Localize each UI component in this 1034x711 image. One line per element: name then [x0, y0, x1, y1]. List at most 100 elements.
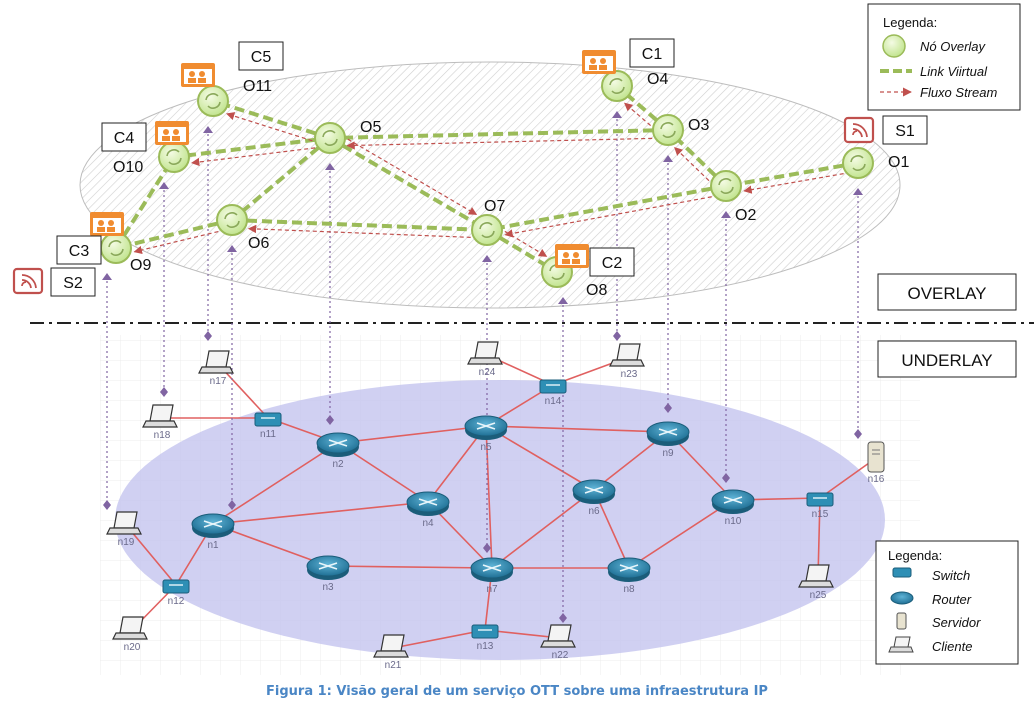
server-signal-icon: [12, 267, 44, 295]
underlay-link: [628, 499, 734, 569]
virtual-link: [725, 161, 859, 188]
virtual-link: [231, 218, 488, 232]
underlay-node-label: n9: [662, 448, 674, 459]
client-label-c2-text: C2: [602, 255, 623, 272]
projection-anchor: [483, 543, 491, 553]
overlay-node-label: O8: [586, 282, 607, 299]
underlay-node-label: n1: [207, 540, 219, 551]
underlay-node-label: n6: [588, 506, 600, 517]
switch-icon: [162, 579, 190, 594]
projection-anchor: [613, 331, 621, 341]
client-label-c5-text: C5: [251, 49, 272, 66]
server-label-s2: S2: [50, 267, 96, 297]
overlay-node-o5: O5: [314, 119, 381, 154]
stream-flow: [674, 146, 710, 182]
underlay-node-label: n12: [168, 596, 185, 607]
projection-anchor: [854, 429, 862, 439]
client-laptop-icon: [609, 343, 645, 367]
underlay-link: [485, 425, 669, 433]
overlay-legend-item-node: Nó Overlay: [920, 39, 987, 54]
overlay-node-o10: O10: [113, 141, 190, 176]
underlay-legend-item-router: Router: [932, 592, 972, 607]
overlay-node-label: O9: [130, 257, 151, 274]
projection-arrow-head: [102, 273, 112, 280]
overlay-node-o4: O4: [601, 70, 668, 102]
projection-arrow-head: [612, 111, 622, 118]
server-signal-icon: [843, 116, 875, 144]
virtual-link: [173, 136, 331, 159]
client-label-c3: C3: [56, 235, 102, 265]
client-label-c4: C4: [101, 122, 147, 152]
projection-lines: [102, 111, 863, 623]
stream-flow: [346, 137, 653, 150]
underlay-legend-title: Legenda:: [888, 548, 942, 563]
figure-caption: Figura 1: Visão geral de um serviço OTT …: [266, 684, 768, 699]
router-icon: [406, 491, 450, 516]
projection-arrow-head: [203, 126, 213, 133]
switch-icon: [806, 492, 834, 507]
underlay-link: [212, 442, 339, 525]
underlay-link: [491, 489, 595, 569]
overlay-node-legend-icon: [882, 34, 906, 58]
client-legend-icon: [888, 636, 914, 653]
overlay-legend-item-stream: Fluxo Stream: [920, 85, 997, 100]
projection-arrow-head: [159, 182, 169, 189]
underlay-layer-box: UNDERLAY: [877, 340, 1017, 378]
virtual-link: [114, 155, 176, 250]
client-laptop-icon: [373, 634, 409, 658]
client-screen-icon: [181, 63, 215, 87]
client-laptop-icon: [198, 350, 234, 374]
virtual-link: [115, 218, 233, 250]
router-icon: [646, 421, 690, 446]
router-icon: [607, 557, 651, 582]
underlay-link: [819, 457, 877, 499]
router-icon: [191, 513, 235, 538]
overlay-legend-title: Legenda:: [883, 15, 937, 30]
switch-icon: [254, 412, 282, 427]
overlay-node-label: O11: [243, 78, 272, 95]
client-laptop-icon: [142, 404, 178, 428]
stream-flow: [347, 138, 478, 216]
projection-anchor: [228, 500, 236, 510]
projection-arrow-head: [227, 245, 237, 252]
overlay-legend-item-link: Link Viirtual: [920, 64, 988, 79]
projection-anchor: [722, 473, 730, 483]
underlay-node-label: n7: [486, 584, 498, 595]
stream-flow: [743, 173, 844, 194]
switch-icon: [471, 624, 499, 639]
overlay-node-label: O2: [735, 207, 756, 224]
underlay-legend: Legenda: Switch Router Servidor Cliente: [875, 540, 1019, 665]
stream-flows: [133, 102, 844, 257]
virtual-link: [615, 84, 670, 132]
overlay-node-label: O6: [248, 235, 269, 252]
overlay-node-label: O10: [113, 159, 143, 176]
stream-flow: [504, 196, 712, 238]
stream-flow: [624, 102, 652, 127]
overlay-node-o1: O1: [842, 147, 909, 179]
underlay-legend-item-client: Cliente: [932, 639, 972, 654]
underlay-node-label: n21: [385, 660, 402, 671]
underlay-node-label: n17: [210, 376, 227, 387]
stream-flow: [133, 230, 219, 255]
client-label-c1: C1: [629, 38, 675, 68]
underlay-legend-item-switch: Switch: [932, 568, 970, 583]
underlay-link: [125, 524, 177, 586]
projection-arrow-head: [663, 155, 673, 162]
router-icon: [306, 555, 350, 580]
overlay-node-label: O5: [360, 119, 381, 136]
server-icon: [867, 441, 885, 473]
virtual-link: [486, 184, 727, 232]
client-screen-icon: [90, 212, 124, 236]
client-label-c5: C5: [238, 41, 284, 71]
underlay-link: [327, 565, 493, 569]
projection-anchor: [559, 613, 567, 623]
overlay-node-o9: O9: [100, 232, 151, 274]
client-label-c2: C2: [589, 247, 635, 277]
underlay-node-label: n16: [868, 474, 885, 485]
virtual-links: [114, 84, 859, 274]
client-laptop-icon: [540, 624, 576, 648]
underlay-plane: [115, 380, 885, 660]
underlay-node-label: n23: [621, 369, 638, 380]
